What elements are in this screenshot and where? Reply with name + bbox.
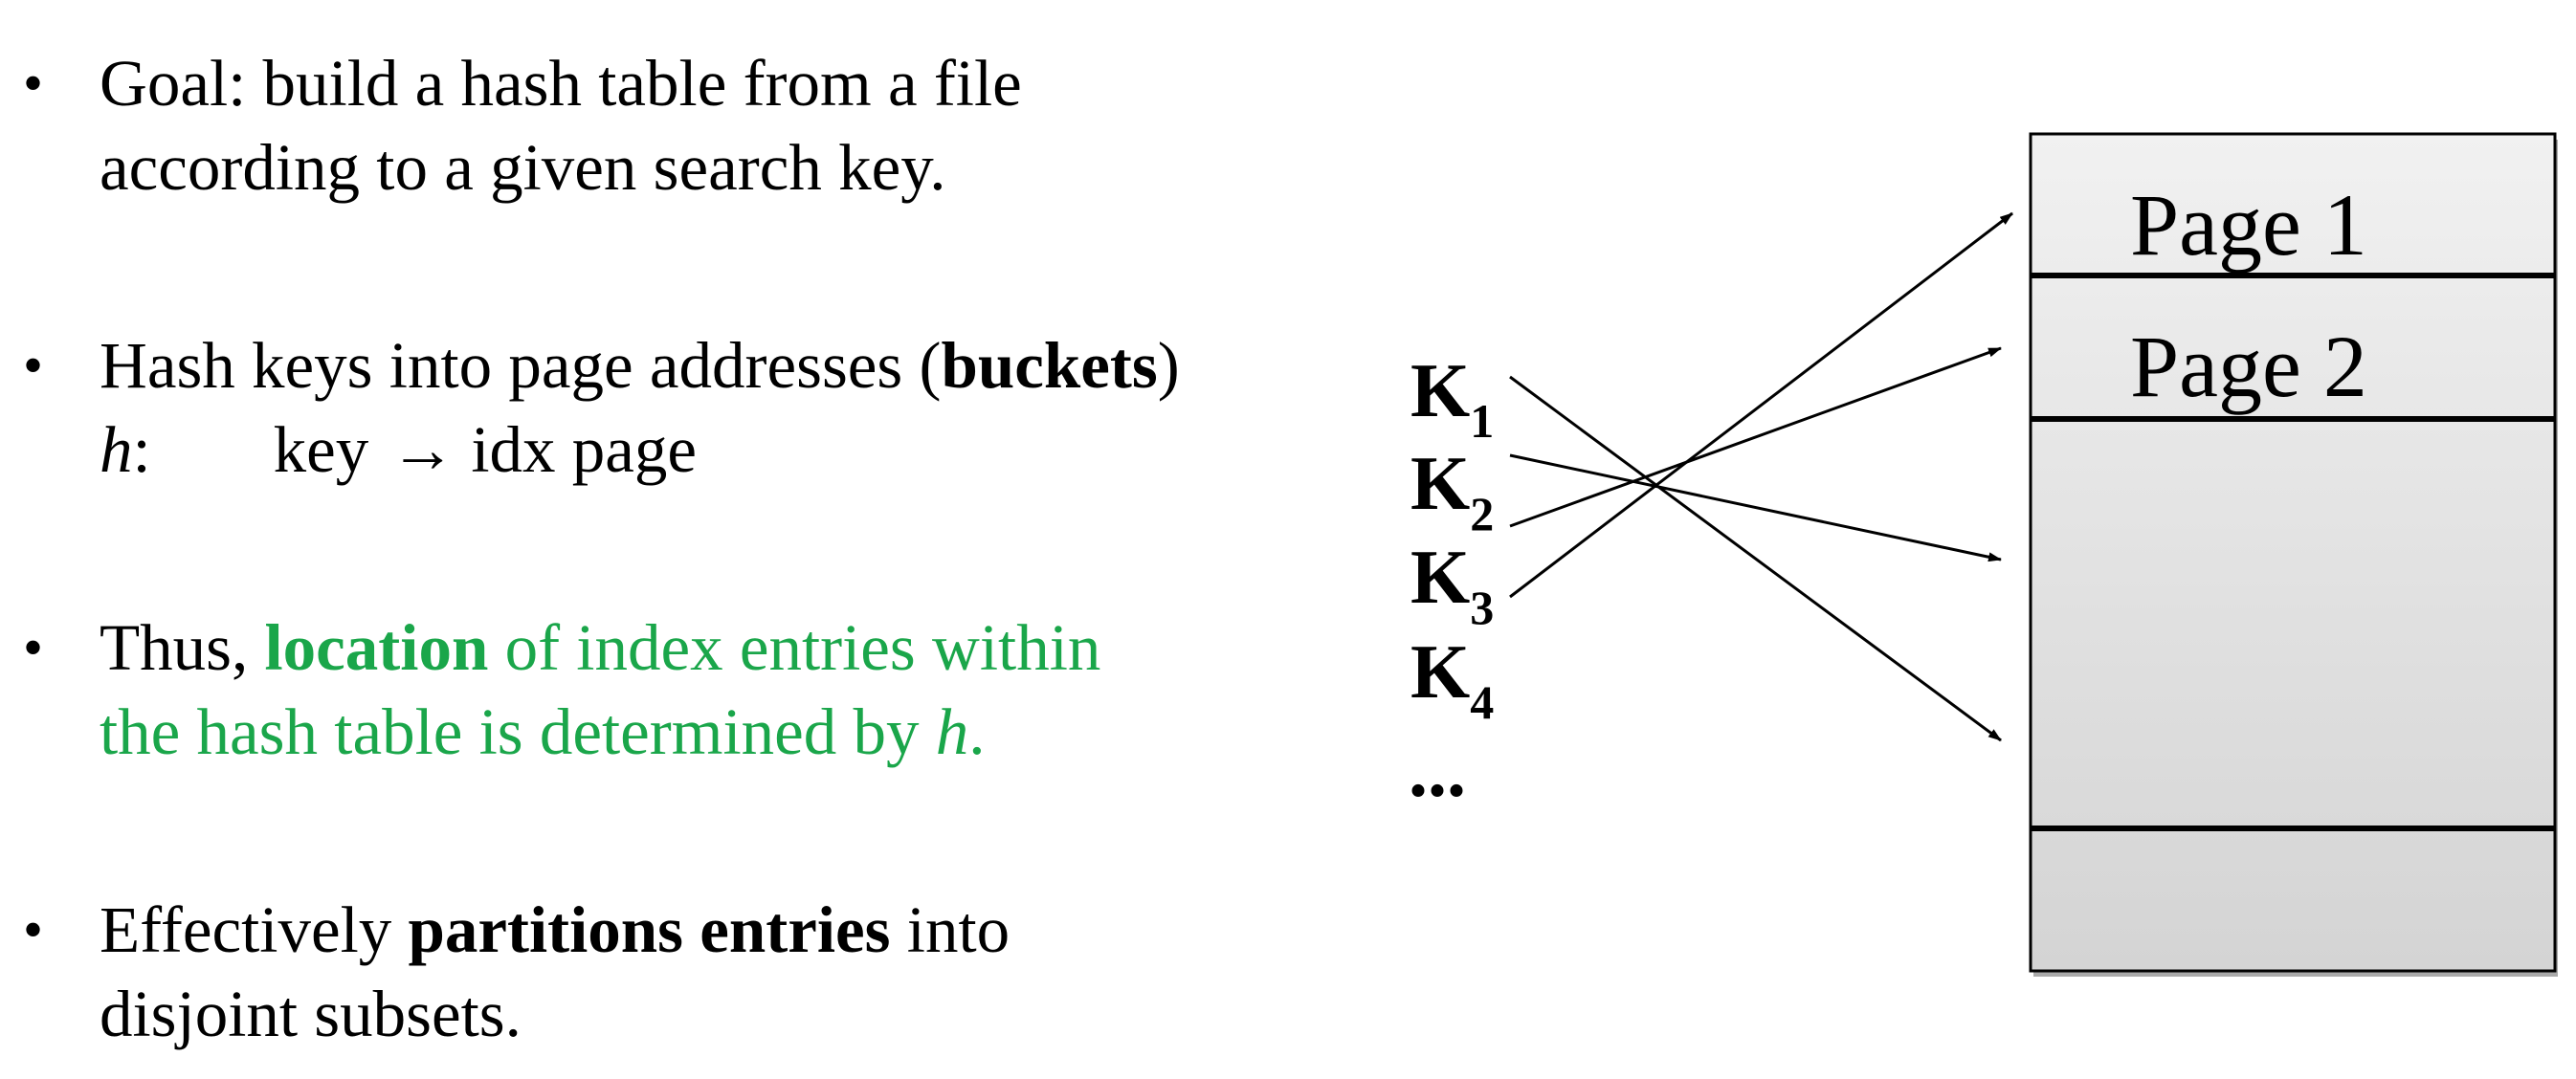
bullet-location-line1: Thus, location of index entries within	[100, 606, 1100, 690]
hash-function-symbol: h	[100, 413, 133, 486]
location-rest: of index entries within	[488, 611, 1101, 684]
into-text: into	[890, 893, 1010, 966]
arrow-k2-to-bucket	[1509, 453, 2002, 562]
idx-page-text: idx page	[471, 413, 697, 486]
page-1-label: Page 1	[2130, 176, 2367, 274]
arrow-k2-to-page-2	[1509, 346, 2002, 528]
hash-mapping-arrows	[1509, 211, 2013, 742]
location-term: location	[264, 611, 489, 684]
bullet-partitions-line2: disjoint subsets.	[100, 978, 522, 1050]
period: .	[968, 695, 986, 768]
bullet-partitions-line1: Effectively partitions entries into	[100, 888, 1010, 972]
bullet-dot: •	[23, 334, 44, 397]
key-text: key	[273, 413, 369, 486]
bullet-hash-keys-line1: Hash keys into page addresses (buckets)	[100, 323, 1180, 407]
hash-function-symbol: h	[935, 695, 969, 768]
page-2-label: Page 2	[2130, 318, 2367, 415]
arrow-k3-to-page-1	[1509, 211, 2013, 599]
bullet-dot: •	[23, 616, 44, 679]
key-ellipsis: ...	[1409, 729, 1466, 813]
maps-to-arrow-icon: →	[389, 413, 456, 486]
bullet-dot: •	[23, 898, 44, 961]
hash-table: Page 1 Page 2	[2029, 132, 2558, 977]
closing-paren: )	[1157, 329, 1180, 402]
bullet-goal-line1: Goal: build a hash table from a file	[100, 47, 1022, 120]
key-k1: K1	[1410, 349, 1494, 448]
colon: :	[132, 413, 151, 486]
key-k2: K2	[1410, 442, 1494, 540]
effectively-text: Effectively	[100, 893, 409, 966]
bullet-dot: •	[23, 52, 44, 115]
bullet-goal-line2: according to a given search key.	[100, 131, 946, 204]
key-k4: K4	[1410, 630, 1494, 729]
key-k3: K3	[1410, 536, 1494, 634]
bullet-list: • Goal: build a hash table from a file a…	[23, 47, 1180, 1050]
thus-text: Thus,	[100, 611, 265, 684]
determined-by-text: the hash table is determined by	[100, 695, 936, 768]
key-list: K1 K2 K3 K4 ...	[1409, 349, 1494, 813]
bullet-location-line2: the hash table is determined by h.	[100, 690, 1100, 774]
hash-keys-text: Hash keys into page addresses (	[100, 329, 942, 402]
partitions-entries-term: partitions entries	[408, 893, 891, 966]
hash-function-definition: h: key →idx page	[100, 407, 1180, 492]
buckets-term: buckets	[941, 329, 1158, 402]
arrow-k1-to-bucket	[1509, 375, 2002, 742]
